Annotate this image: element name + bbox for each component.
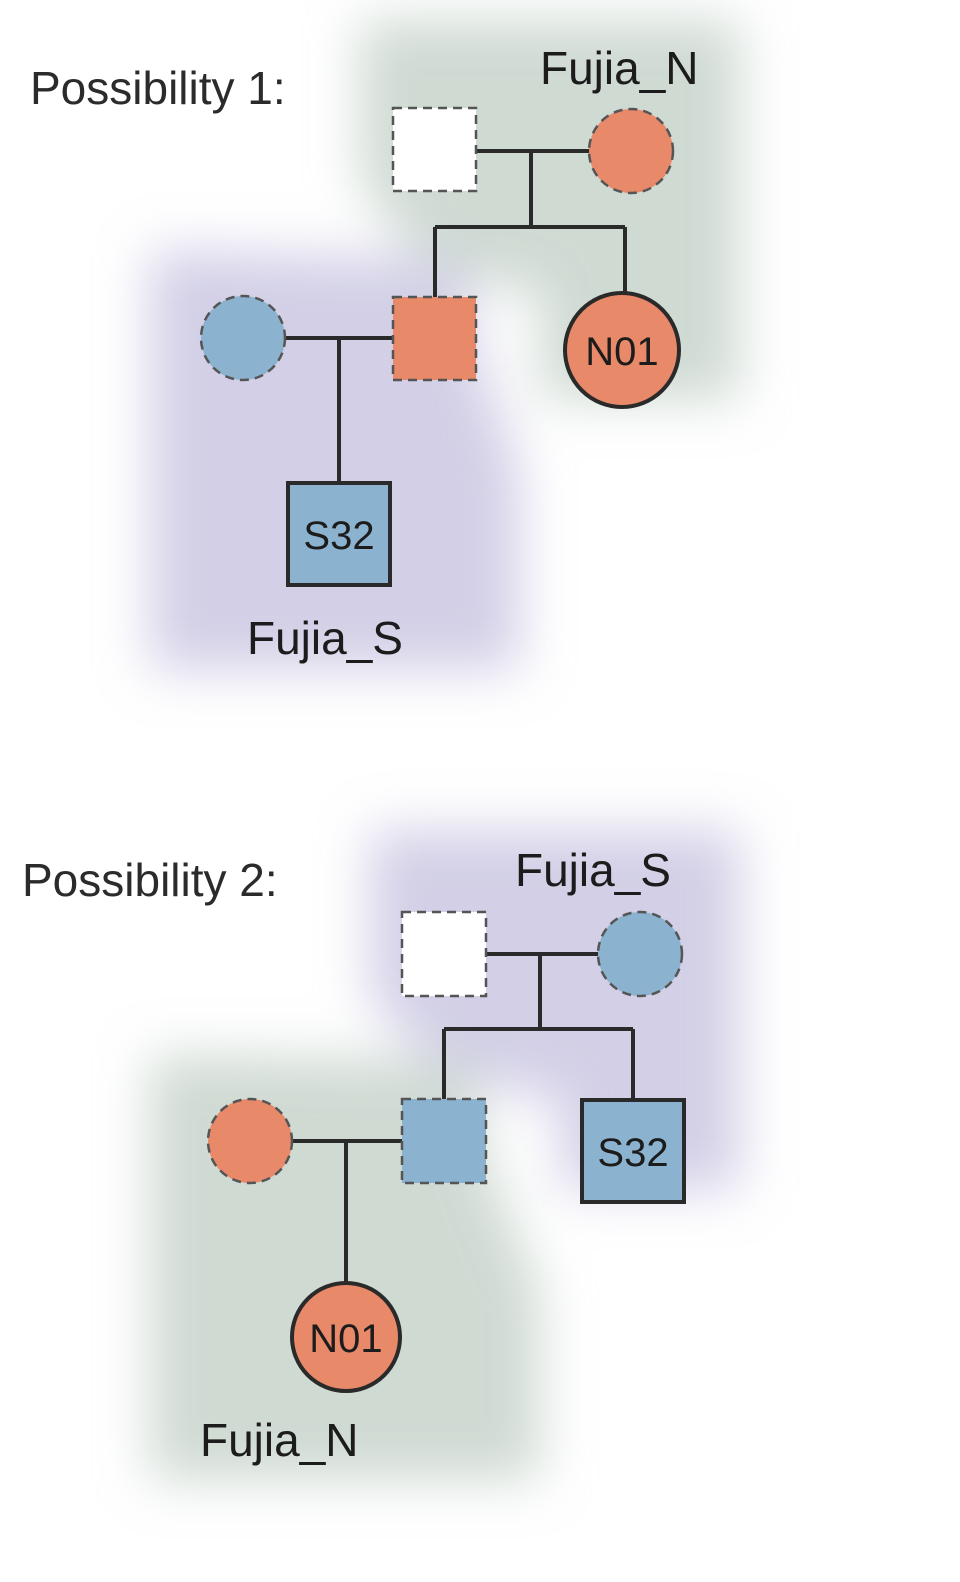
possibility-1-panel: Possibility 1: Fujia_N Fujia_S N01 S32 bbox=[30, 20, 740, 670]
possibility-2-unknown-wife-circle bbox=[206, 1097, 294, 1185]
possibility-2-sampled-s32: S32 bbox=[580, 1098, 686, 1204]
possibility-2-top-group-label: Fujia_S bbox=[515, 844, 671, 896]
possibility-1-n01-circle bbox=[563, 291, 681, 409]
possibility-2-panel: Possibility 2: Fujia_S Fujia_N S32 N01 bbox=[22, 830, 740, 1480]
possibility-1-unknown-father-square bbox=[391, 106, 478, 193]
possibility-2-unknown-son-square bbox=[400, 1097, 488, 1185]
possibility-1-bottom-group-label: Fujia_S bbox=[247, 612, 403, 664]
possibility-1-sampled-s32: S32 bbox=[286, 481, 392, 587]
possibility-2-heading: Possibility 2: bbox=[22, 854, 278, 906]
possibility-1-unknown-wife-circle bbox=[199, 294, 287, 382]
possibility-2-connectors bbox=[292, 952, 635, 1283]
possibility-2-n01-label: N01 bbox=[309, 1317, 382, 1361]
possibility-2-sampled-n01: N01 bbox=[290, 1281, 402, 1393]
possibility-1-s32-label: S32 bbox=[303, 514, 374, 558]
possibility-1-n01-label: N01 bbox=[585, 330, 658, 374]
possibility-1-connectors bbox=[285, 149, 627, 483]
possibility-2-bottom-group-label: Fujia_N bbox=[200, 1414, 359, 1466]
possibility-2-n01-circle bbox=[290, 1281, 402, 1393]
possibility-2-s32-label: S32 bbox=[597, 1131, 668, 1175]
possibility-1-unknown-son-square bbox=[391, 295, 478, 382]
possibility-2-unknown-father-square bbox=[400, 910, 488, 998]
possibility-1-sampled-n01: N01 bbox=[563, 291, 681, 409]
possibility-1-top-group-label: Fujia_N bbox=[540, 42, 699, 94]
possibility-2-unknown-mother-circle bbox=[596, 910, 684, 998]
possibility-1-unknown-mother-circle bbox=[587, 107, 675, 195]
possibility-1-heading: Possibility 1: bbox=[30, 62, 286, 114]
possibility-2-s32-square bbox=[580, 1098, 686, 1204]
possibility-1-s32-square bbox=[286, 481, 392, 587]
